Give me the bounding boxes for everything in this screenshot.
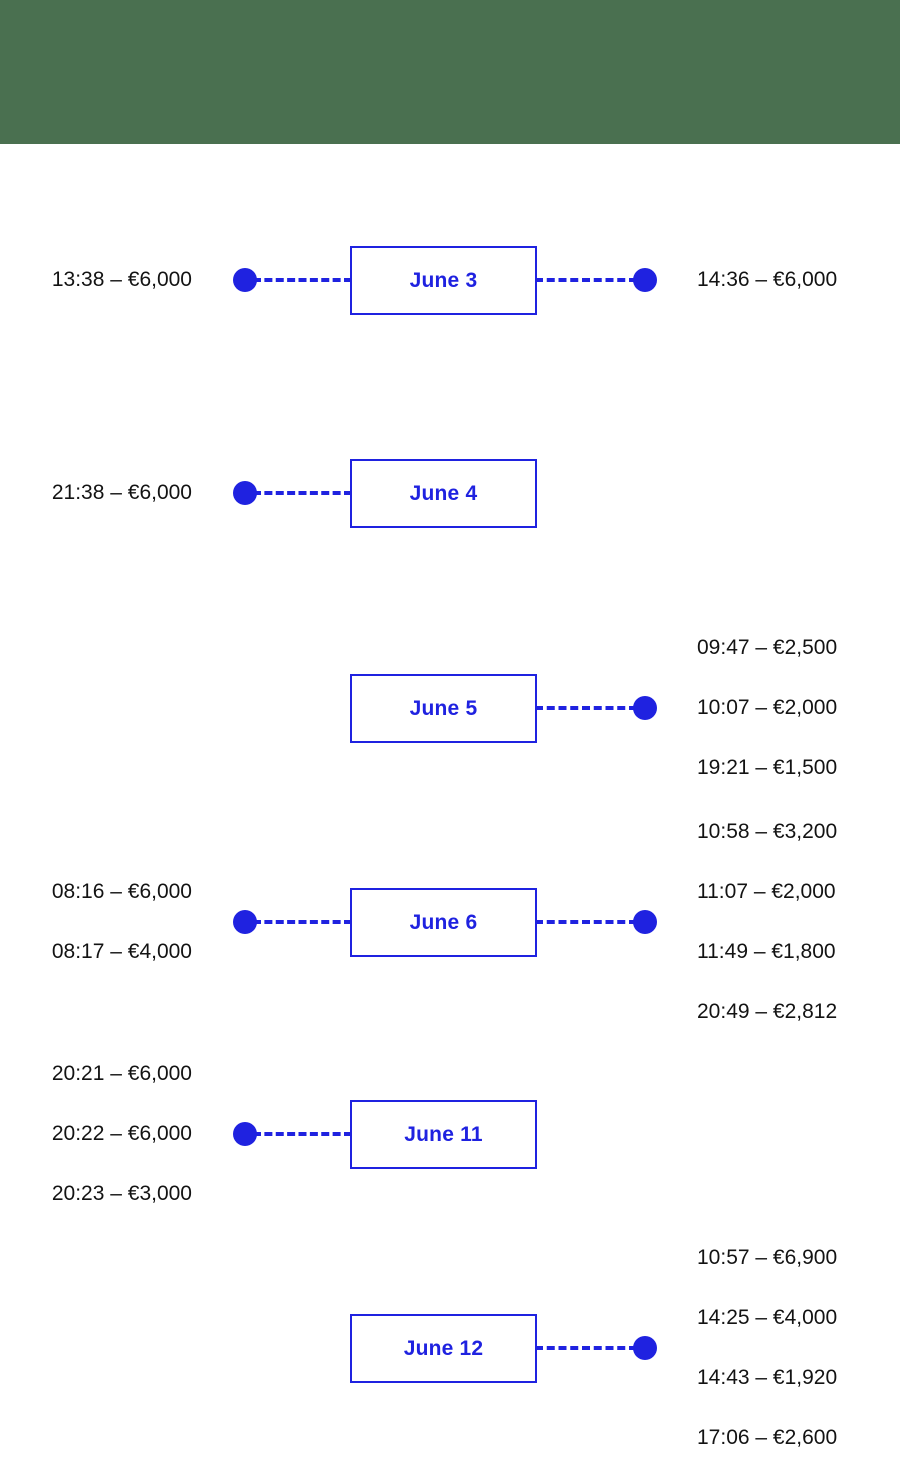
- outgoing-label-group: 10:58 – €3,200 11:07 – €2,000 11:49 – €1,8…: [697, 802, 900, 1042]
- header-band: [0, 0, 900, 144]
- incoming-label-group: 08:16 – €6,000 08:17 – €4,000: [0, 862, 192, 982]
- date-node[interactable]: June 6: [350, 887, 537, 957]
- transaction-label: 13:38 – €6,000: [51, 268, 192, 291]
- outgoing-node-dot[interactable]: [633, 910, 657, 934]
- outgoing-connector-line: [535, 278, 637, 282]
- transaction-label: 17:06 – €2,600: [697, 1426, 838, 1449]
- transaction-label: 10:07 – €2,000: [697, 696, 838, 719]
- outgoing-label-group: 10:57 – €6,900 14:25 – €4,000 14:43 – €1,9…: [697, 1228, 900, 1468]
- transaction-label: 19:21 – €1,500: [697, 756, 838, 779]
- incoming-label-group: 20:21 – €6,000 20:22 – €6,000 20:23 – €3,0…: [0, 1044, 192, 1224]
- transaction-label: 21:38 – €6,000: [51, 481, 192, 504]
- transaction-label: 08:17 – €4,000: [51, 940, 192, 963]
- outgoing-node-dot[interactable]: [633, 696, 657, 720]
- incoming-connector-line: [253, 1132, 352, 1136]
- incoming-label-group: 13:38 – €6,000: [0, 250, 192, 310]
- transaction-label: 14:36 – €6,000: [697, 268, 838, 291]
- transaction-label: 20:23 – €3,000: [51, 1182, 192, 1205]
- outgoing-connector-line: [535, 706, 637, 710]
- outgoing-connector-line: [535, 1346, 637, 1350]
- date-node[interactable]: June 3: [350, 245, 537, 315]
- transaction-label: 10:58 – €3,200: [697, 820, 838, 843]
- date-node-label: June 4: [409, 481, 478, 505]
- date-node[interactable]: June 4: [350, 458, 537, 528]
- outgoing-label-group: 14:36 – €6,000: [697, 250, 900, 310]
- transaction-label: 10:57 – €6,900: [697, 1246, 838, 1269]
- date-node-label: June 3: [409, 268, 478, 292]
- incoming-label-group: 21:38 – €6,000: [0, 463, 192, 523]
- date-node[interactable]: June 5: [350, 673, 537, 743]
- transaction-label: 20:49 – €2,812: [697, 1000, 838, 1023]
- transaction-label: 14:25 – €4,000: [697, 1306, 838, 1329]
- transaction-label: 11:07 – €2,000: [697, 880, 836, 903]
- transaction-label: 20:21 – €6,000: [51, 1062, 192, 1085]
- date-node-label: June 11: [404, 1122, 483, 1146]
- transaction-label: 14:43 – €1,920: [697, 1366, 838, 1389]
- incoming-connector-line: [253, 491, 352, 495]
- outgoing-node-dot[interactable]: [633, 1336, 657, 1360]
- transaction-label: 08:16 – €6,000: [51, 880, 192, 903]
- date-node[interactable]: June 11: [350, 1099, 537, 1169]
- date-node-label: June 5: [409, 696, 478, 720]
- outgoing-label-group: 09:47 – €2,500 10:07 – €2,000 19:21 – €1,5…: [697, 618, 900, 798]
- outgoing-node-dot[interactable]: [633, 268, 657, 292]
- date-node-label: June 6: [409, 910, 478, 934]
- transaction-label: 20:22 – €6,000: [51, 1122, 192, 1145]
- date-node-label: June 12: [403, 1336, 484, 1360]
- incoming-connector-line: [253, 278, 352, 282]
- incoming-connector-line: [253, 920, 352, 924]
- transaction-label: 11:49 – €1,800: [697, 940, 836, 963]
- date-node[interactable]: June 12: [350, 1313, 537, 1383]
- outgoing-connector-line: [535, 920, 637, 924]
- transaction-label: 09:47 – €2,500: [697, 636, 838, 659]
